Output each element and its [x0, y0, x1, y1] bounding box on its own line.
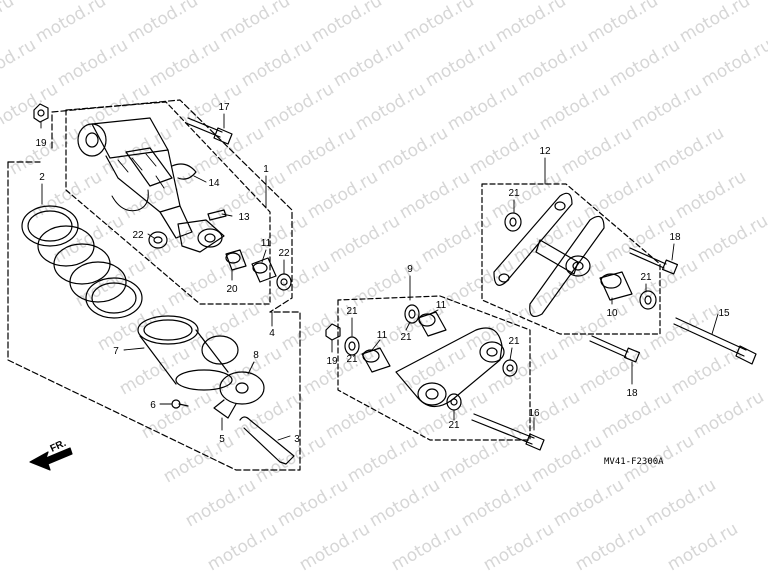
callout-9: 9: [407, 264, 413, 275]
callout-6: 6: [150, 400, 156, 411]
drawing-code: MV41-F2300A: [604, 457, 664, 467]
callout-13: 13: [238, 212, 250, 223]
arm-12: [493, 192, 605, 317]
damper-assembly-outline: [65, 101, 271, 305]
callout-21-arm-a: 21: [508, 188, 520, 199]
callout-1: 1: [263, 164, 269, 175]
clevis-eye: [177, 219, 225, 253]
link-9-outline: [337, 295, 531, 441]
bushing-21-link-b: [344, 336, 360, 356]
callout-labels: 19 17 2 1 14 13 22 11 22 20 4 7 8 6 5 3 …: [35, 102, 730, 467]
nut-19-top: [33, 103, 49, 123]
callout-21-link-d: 21: [448, 420, 460, 431]
bushing-21-link-c: [502, 359, 518, 377]
callout-4: 4: [269, 328, 275, 339]
callout-19-top: 19: [35, 138, 47, 149]
callout-20: 20: [226, 284, 238, 295]
bolt-6: [171, 399, 189, 409]
callout-2: 2: [39, 172, 45, 183]
bolt-18-lower: [589, 335, 641, 363]
shock-outline: [7, 99, 301, 471]
bolt-17: [185, 117, 233, 145]
callout-5: 5: [219, 434, 225, 445]
callout-17: 17: [218, 102, 230, 113]
collar-11-shock: [251, 257, 277, 283]
circlip-14: [171, 163, 197, 180]
bolt-18-upper: [629, 247, 679, 275]
bushing-22-left: [148, 231, 168, 249]
callout-21-link-c: 21: [508, 336, 520, 347]
callout-11-link-a: 11: [436, 300, 447, 311]
collar-11-link-a: [417, 311, 447, 337]
callout-21-link-b: 21: [346, 354, 358, 365]
callout-3: 3: [294, 434, 300, 445]
collar-10: [599, 271, 633, 301]
spring-guide-7: [137, 315, 239, 391]
bushing-21-link-a: [404, 304, 420, 324]
pin-13: [207, 209, 227, 221]
callout-21-link-b-top: 21: [346, 306, 358, 317]
callout-22-right: 22: [278, 248, 290, 259]
callout-12: 12: [539, 146, 551, 157]
callout-16: 16: [528, 408, 540, 419]
callout-11-link-b: 11: [377, 330, 388, 341]
bushing-22-right: [276, 273, 292, 291]
spring-seat-8: [213, 371, 265, 419]
arm-12-outline: [481, 183, 661, 335]
callout-14: 14: [208, 178, 220, 189]
nut-19-link: [325, 323, 341, 341]
callout-22-left: 22: [132, 230, 144, 241]
bolt-16: [471, 413, 545, 451]
bolt-15: [673, 317, 757, 365]
callout-7: 7: [113, 346, 119, 357]
callout-15: 15: [718, 308, 730, 319]
leader-lines: [40, 113, 719, 441]
callout-21-link-a: 21: [400, 332, 412, 343]
callout-19-link: 19: [326, 356, 338, 367]
wrench-3: [239, 416, 295, 465]
bushing-21-arm-a: [504, 212, 522, 232]
callout-11-shock: 11: [261, 238, 272, 249]
callout-8: 8: [253, 350, 259, 361]
callout-10: 10: [606, 308, 618, 319]
link-9: [395, 327, 505, 408]
front-arrow-icon: [29, 447, 73, 471]
damper-body: [77, 117, 193, 239]
spring-2: [21, 205, 143, 319]
collar-20: [225, 249, 247, 271]
callout-18-lower: 18: [626, 388, 638, 399]
callout-18-upper: 18: [669, 232, 681, 243]
bushing-21-arm-b: [639, 290, 657, 310]
callout-21-arm-b: 21: [640, 272, 652, 283]
collar-11-link-b: [361, 347, 391, 373]
